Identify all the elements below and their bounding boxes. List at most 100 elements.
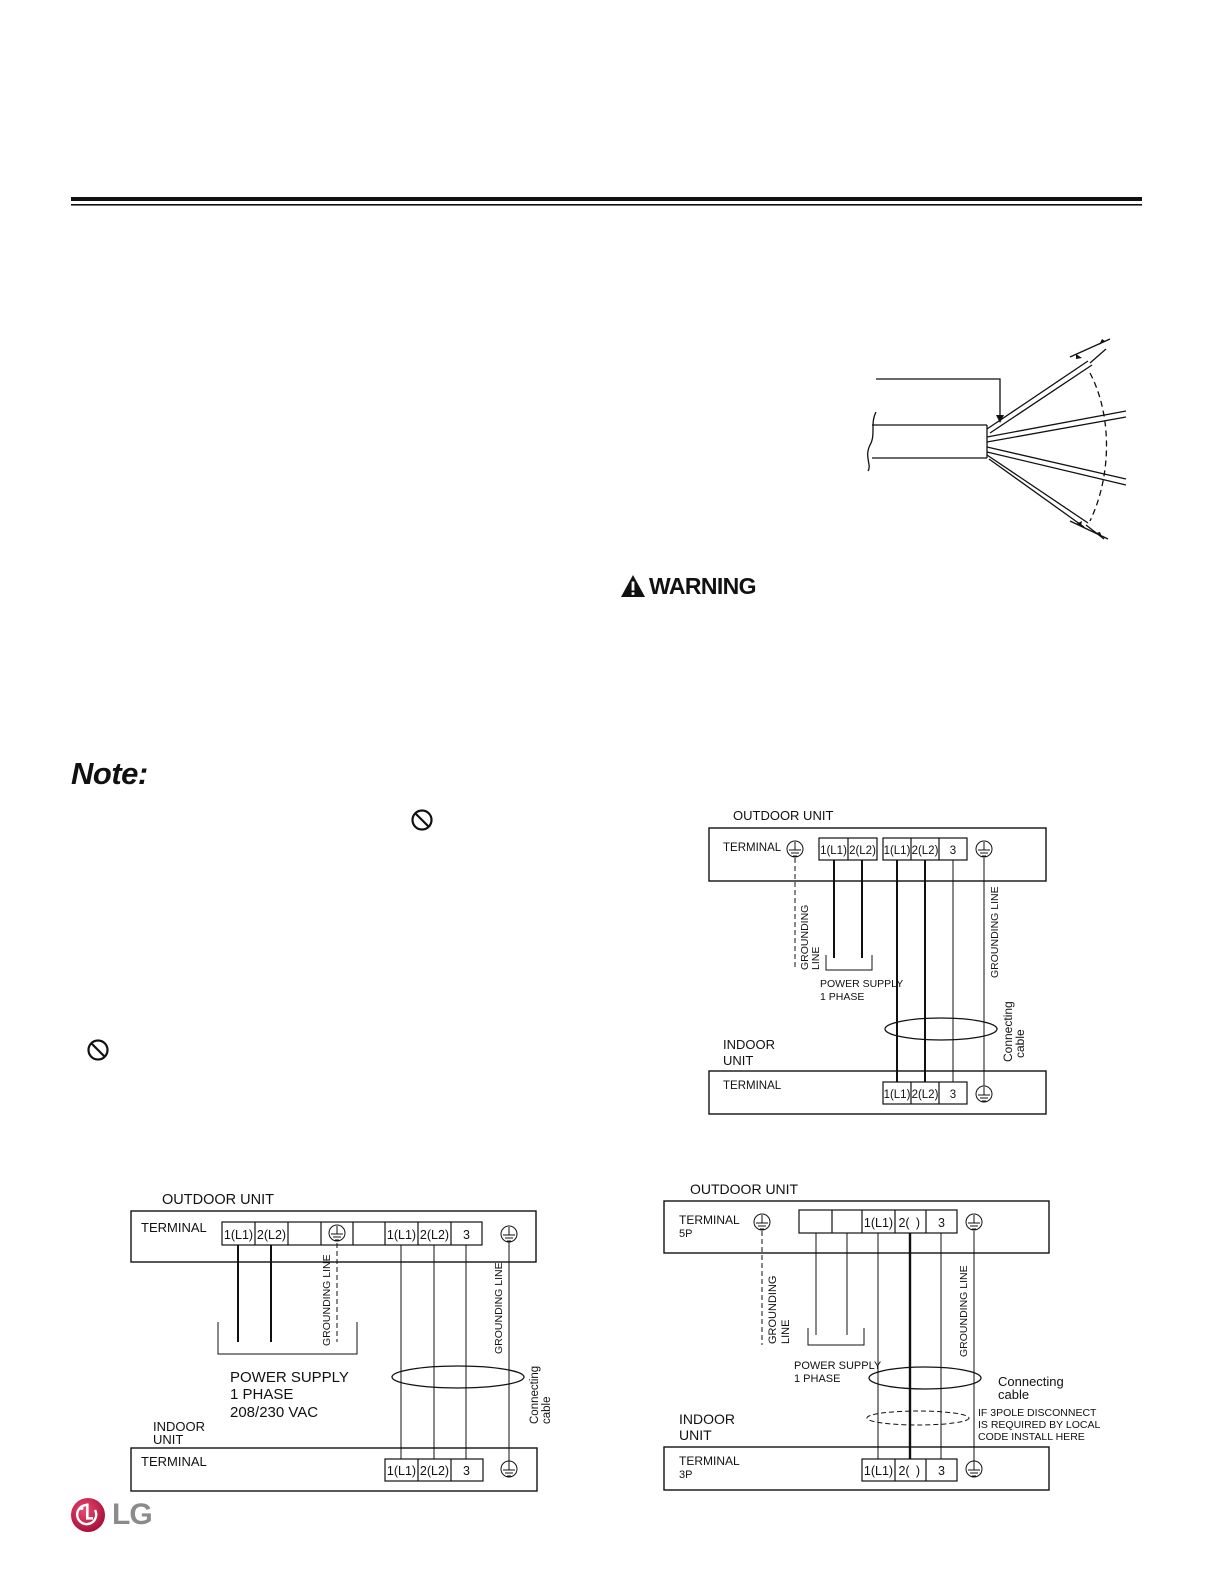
- power-supply-bracket: [217, 1322, 358, 1355]
- indoor-unit-label: INDOOR: [679, 1411, 735, 1427]
- outdoor-unit-label: OUTDOOR UNIT: [733, 808, 833, 823]
- outdoor-unit-box: [708, 827, 1047, 882]
- grounding-line-label: LINE: [780, 1320, 792, 1344]
- terminal-cell: 1(L1): [387, 1228, 416, 1242]
- outdoor-unit-box: [663, 1200, 1050, 1254]
- lg-logo: LG: [70, 1497, 153, 1533]
- connecting-cable-label: Connecting: [1001, 1001, 1015, 1062]
- terminal-cell: 1(L1): [884, 1089, 911, 1101]
- wire-2-b: [986, 416, 1127, 443]
- warning-heading: WARNING: [620, 571, 757, 601]
- wire-4-b: [988, 458, 1085, 528]
- ground-symbol-icon: [965, 1460, 983, 1478]
- connecting-cable-label: Connecting: [998, 1374, 1064, 1389]
- terminal-cell: ): [916, 1216, 920, 1230]
- power-supply-label: POWER SUPPLY: [794, 1360, 882, 1372]
- disconnect-note: IS REQUIRED BY LOCAL: [978, 1419, 1101, 1431]
- connecting-cable-ellipse: [868, 1366, 982, 1390]
- connecting-cable-label: cable: [541, 1397, 553, 1425]
- ground-symbol-icon: [500, 1460, 518, 1478]
- lg-logo-text: LG: [112, 1498, 153, 1531]
- terminal-cell: 2(L2): [912, 845, 939, 857]
- terminal-cell: 2(L2): [257, 1228, 286, 1242]
- ground-symbol-icon: [786, 840, 804, 858]
- wire-4-tip: [1085, 524, 1105, 540]
- terminal-cell: 2(L2): [420, 1228, 449, 1242]
- terminal-label: TERMINAL: [141, 1454, 207, 1469]
- terminal-cell: 1(L1): [820, 845, 847, 857]
- indoor-unit-label: UNIT: [723, 1053, 753, 1068]
- terminal-label: TERMINAL: [723, 842, 782, 854]
- terminal-cell: ): [916, 1464, 920, 1478]
- disconnect-location-ellipse: [866, 1410, 970, 1426]
- cable-strip-diagram: [867, 338, 1127, 540]
- strip-length-arc: [1089, 372, 1108, 522]
- cable-sheath-break: [867, 411, 877, 472]
- indoor-unit-box: [663, 1446, 1050, 1491]
- power-supply-label: POWER SUPPLY: [820, 978, 903, 990]
- note-title: Note:: [71, 756, 148, 791]
- header-rule-thin: [71, 204, 1142, 206]
- indoor-unit-label: UNIT: [679, 1427, 712, 1443]
- terminal-cell: 2(: [898, 1216, 910, 1230]
- ground-symbol-icon: [753, 1213, 771, 1231]
- terminal-cell: 2(: [898, 1464, 910, 1478]
- ground-symbol-icon: [965, 1213, 983, 1231]
- power-supply-label: POWER SUPPLY: [230, 1369, 349, 1386]
- lg-logo-icon: [71, 1498, 105, 1532]
- warning-triangle-icon: [621, 575, 645, 597]
- outdoor-unit-label: OUTDOOR UNIT: [690, 1181, 799, 1197]
- disconnect-note: IF 3POLE DISCONNECT: [978, 1407, 1097, 1419]
- terminal-label: TERMINAL: [679, 1454, 740, 1468]
- terminal-block-indoor: [882, 1081, 968, 1105]
- terminal-label: 3P: [679, 1469, 692, 1481]
- terminal-cell: 1(L1): [864, 1464, 893, 1478]
- terminal-cell: 3: [938, 1216, 945, 1230]
- disconnect-note: CODE INSTALL HERE: [978, 1431, 1085, 1443]
- grounding-line-label: GROUNDING: [799, 905, 811, 970]
- header-rule: [71, 197, 1142, 206]
- ground-symbol-icon: [975, 840, 993, 858]
- terminal-label: TERMINAL: [723, 1080, 782, 1092]
- wire-3-a: [986, 446, 1127, 480]
- grounding-line-label: GROUNDING LINE: [989, 886, 1001, 978]
- power-supply-label: 1 PHASE: [794, 1373, 840, 1385]
- terminal-cell: 3: [950, 845, 956, 857]
- grounding-line-label: GROUNDING LINE: [958, 1265, 970, 1357]
- power-supply-label: 208/230 VAC: [230, 1404, 318, 1421]
- terminal-cell: 1(L1): [224, 1228, 253, 1242]
- wire-3-b: [986, 451, 1127, 486]
- terminal-block: [221, 1221, 483, 1246]
- indoor-unit-box: [130, 1447, 538, 1492]
- warning-label: WARNING: [649, 572, 757, 599]
- wire-1-tip: [1089, 348, 1107, 364]
- power-supply-label: 1 PHASE: [230, 1386, 293, 1403]
- prohibition-icon: [87, 1039, 109, 1061]
- terminal-cell: 3: [463, 1228, 470, 1242]
- terminal-cell: 3: [463, 1464, 470, 1478]
- outdoor-unit-label: OUTDOOR UNIT: [162, 1192, 274, 1208]
- terminal-label: TERMINAL: [679, 1213, 740, 1227]
- dim-arrow-top-2: [1099, 339, 1105, 345]
- indoor-unit-label: INDOOR: [723, 1037, 775, 1052]
- terminal-cell: 1(L1): [884, 845, 911, 857]
- indoor-unit-label: INDOOR: [153, 1419, 205, 1434]
- terminal-cell: 2(L2): [420, 1464, 449, 1478]
- terminal-cell: 1(L1): [864, 1216, 893, 1230]
- grounding-line-label: GROUNDING LINE: [321, 1254, 333, 1346]
- terminal-cell: 1(L1): [387, 1464, 416, 1478]
- terminal-cell: 2(L2): [912, 1089, 939, 1101]
- terminal-cell: 3: [950, 1089, 956, 1101]
- grounding-line-label: GROUNDING: [767, 1276, 779, 1344]
- connecting-cable-ellipse: [884, 1017, 998, 1041]
- connecting-cable-ellipse: [391, 1365, 525, 1389]
- terminal-cell: 3: [938, 1464, 945, 1478]
- header-rule-thick: [71, 197, 1142, 201]
- indoor-unit-label: UNIT: [153, 1432, 183, 1447]
- terminal-cell: 2(L2): [849, 845, 876, 857]
- connecting-cable-label: Connecting: [529, 1366, 541, 1424]
